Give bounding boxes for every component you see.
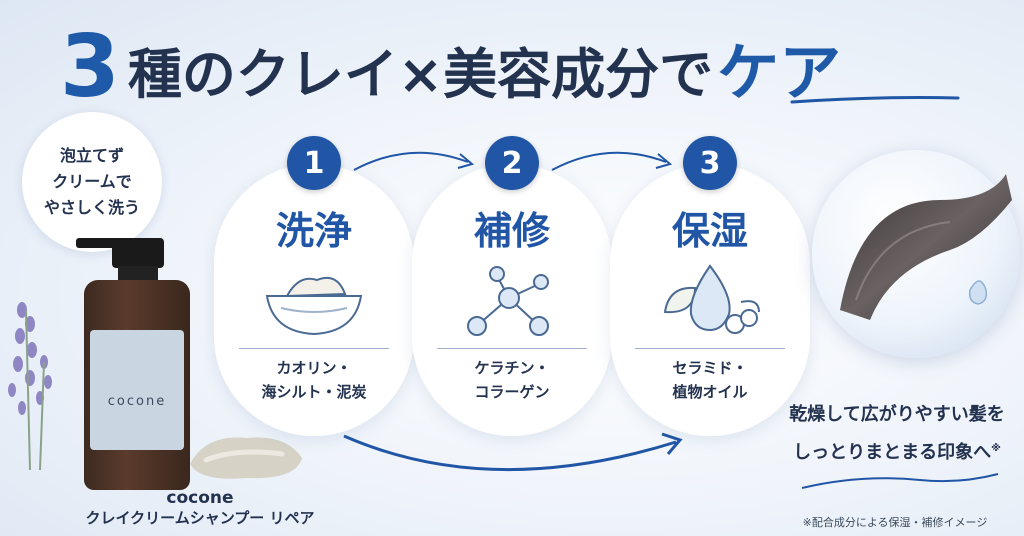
result-footnote-mark: ※ (991, 443, 1001, 454)
arrow-sweep-icon (343, 432, 683, 472)
molecule-icon (467, 266, 549, 336)
step-desc-line: 植物オイル (672, 383, 748, 401)
step-number-badge: 3 (683, 136, 737, 190)
hair-icon (840, 174, 1012, 320)
title-accent: ケア (717, 36, 842, 109)
step-divider (437, 348, 587, 349)
page-title: 3 種のクレイ×美容成分で ケア (60, 0, 841, 110)
bottle-brand: cocone (107, 394, 167, 409)
step-desc-line: セラミド・ (672, 359, 748, 377)
step-title: 保湿 (671, 209, 748, 253)
bottle-neck (118, 266, 158, 280)
product-brand: cocone (166, 488, 234, 508)
title-number: 3 (60, 17, 120, 117)
step-title: 補修 (473, 209, 550, 253)
result-line: 乾燥して広がりやすい髪を (789, 404, 1005, 425)
step-desc-line: コラーゲン (474, 383, 550, 401)
step-desc: ケラチン・ コラーゲン (412, 356, 612, 404)
step-desc: カオリン・ 海シルト・泥炭 (214, 356, 414, 404)
bottle-nozzle (76, 238, 122, 248)
result-line-2: しっとりまとまる印象へ※ (770, 432, 1024, 470)
step-number-badge: 1 (287, 136, 341, 190)
result-text: 乾燥して広がりやすい髪を しっとりまとまる印象へ※ (770, 398, 1024, 470)
arrow-right-icon (551, 151, 673, 171)
bubble-line: やさしく洗う (43, 198, 140, 217)
title-underline-stroke (790, 96, 960, 104)
step-desc-line: ケラチン・ (474, 359, 550, 377)
wave-stroke (801, 473, 999, 489)
bottle-cap (112, 238, 164, 268)
product-title: クレイクリームシャンプー リペア (85, 509, 315, 527)
lavender-icon (8, 302, 52, 470)
clay-bowl-icon (265, 276, 363, 336)
arrow-right-icon (353, 151, 475, 171)
step-desc-line: 海シルト・泥炭 (261, 383, 367, 401)
result-line: しっとりまとまる印象へ (793, 442, 992, 463)
bubble-line: クリームで (52, 172, 132, 191)
step-divider (239, 348, 389, 349)
water-drop-leaf-icon (663, 264, 760, 334)
step-number-badge: 2 (485, 136, 539, 190)
step-desc-line: カオリン・ (276, 359, 352, 377)
footnote: ※配合成分による保湿・補修イメージ (802, 516, 988, 529)
clay-swatch-icon (190, 437, 302, 479)
product-name: cocone クレイクリームシャンプー リペア (70, 488, 330, 528)
feature-bubble: 泡立てず クリームで やさしく洗う (22, 112, 162, 252)
title-main: 種のクレイ×美容成分で (127, 43, 714, 106)
bubble-line: 泡立てず (59, 146, 124, 165)
step-desc: セラミド・ 植物オイル (610, 356, 810, 404)
step-title: 洗浄 (275, 209, 352, 253)
bottle-label (90, 330, 184, 450)
step-divider (635, 348, 785, 349)
